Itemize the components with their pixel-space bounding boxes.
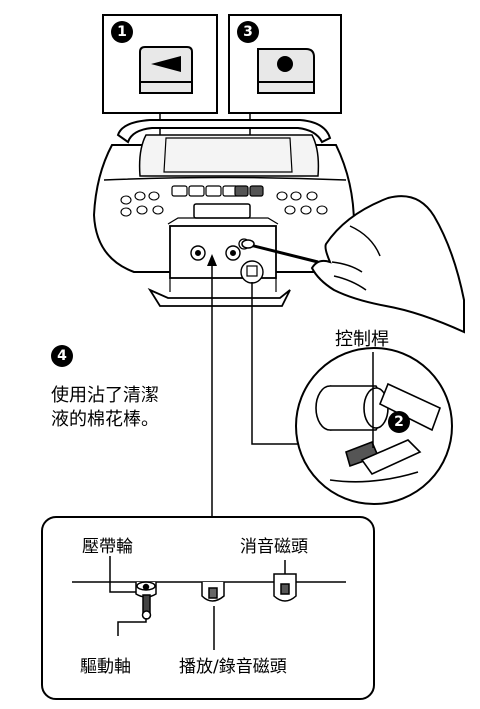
step-4-badge: 4 [51, 345, 73, 367]
erase-head-part [273, 573, 297, 602]
boombox-unit [92, 119, 356, 307]
label-pinch-roller: 壓帶輪 [82, 537, 133, 557]
pointer-arrow-to-deck [207, 254, 217, 516]
instruction-line-2: 液的棉花棒。 [51, 409, 159, 430]
record-dot-icon [277, 56, 293, 72]
rewind-triangle-icon [151, 56, 181, 72]
label-playback-record-head: 播放/錄音磁頭 [179, 657, 287, 677]
label-capstan: 驅動軸 [80, 657, 131, 677]
step-2-badge: 2 [388, 411, 410, 433]
label-control-lever: 控制桿 [335, 329, 389, 350]
playback-record-head-part [201, 582, 225, 602]
inset-box-record-button [228, 14, 342, 114]
magnified-control-lever [251, 282, 453, 505]
hand-with-cotton-swab [241, 195, 465, 334]
tape-path-detail-panel [41, 516, 375, 700]
step-1-badge: 1 [111, 21, 133, 43]
label-erase-head: 消音磁頭 [240, 537, 308, 557]
step-3-badge: 3 [237, 21, 259, 43]
capstan-part [141, 594, 152, 620]
instruction-line-1: 使用沾了清潔 [51, 385, 159, 406]
inset-box-stop-button [102, 14, 218, 114]
stop-button-icon [139, 46, 193, 94]
